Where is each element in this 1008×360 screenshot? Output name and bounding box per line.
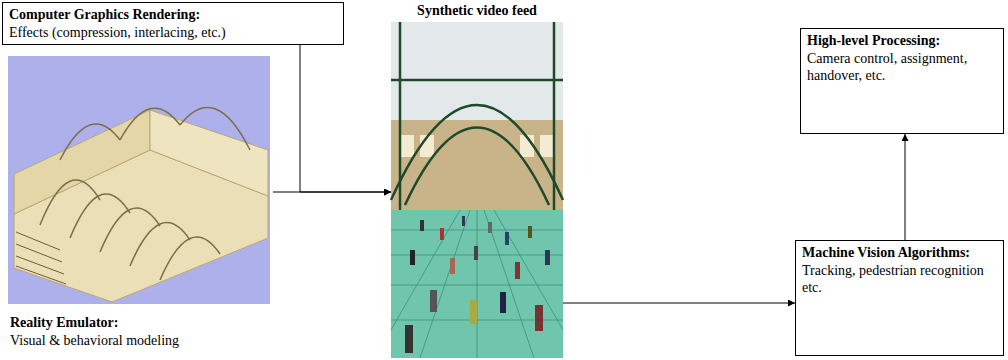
frame-arches-part bbox=[553, 22, 556, 210]
frame-grid-part bbox=[391, 210, 460, 330]
process-box: High-level Processing:Camera control, as… bbox=[800, 28, 1004, 134]
model-steps-part bbox=[16, 232, 60, 250]
frame-people bbox=[405, 216, 550, 353]
model-arches bbox=[40, 107, 250, 280]
frame-arches-part bbox=[399, 22, 402, 210]
model-steps-part bbox=[16, 266, 66, 284]
frame-grid-part bbox=[494, 210, 563, 330]
video-node: Synthetic video feed bbox=[391, 0, 563, 360]
frame-people-part bbox=[430, 290, 437, 312]
frame-people-part bbox=[420, 220, 424, 231]
node-body: Tracking, pedestrian recognition etc. bbox=[802, 262, 997, 297]
node-body: Camera control, assignment, handover, et… bbox=[807, 50, 997, 85]
model-arches-part bbox=[160, 237, 220, 280]
frame-arches bbox=[391, 22, 563, 210]
node-heading: Synthetic video feed bbox=[391, 2, 563, 20]
frame-people-part bbox=[440, 228, 444, 240]
frame-grid-part bbox=[420, 210, 470, 358]
connector-arrow bbox=[563, 303, 795, 304]
frame-people-part bbox=[410, 250, 415, 265]
frame-grid-part bbox=[484, 210, 534, 358]
frame-grid bbox=[391, 210, 563, 358]
model-wall bbox=[150, 110, 268, 196]
frame-arches-part bbox=[391, 79, 563, 82]
node-heading: Machine Vision Algorithms: bbox=[802, 244, 997, 262]
connector-arrow bbox=[273, 192, 391, 193]
frame-floor bbox=[391, 210, 563, 358]
video-frame bbox=[391, 22, 563, 358]
node-heading: High-level Processing: bbox=[807, 32, 997, 50]
frame-windows-part bbox=[400, 135, 414, 157]
frame-sky bbox=[391, 22, 563, 358]
frame-arches-part bbox=[391, 105, 563, 200]
frame-people-part bbox=[500, 292, 506, 313]
node-heading: Computer Graphics Rendering: bbox=[9, 6, 337, 24]
frame-windows bbox=[400, 135, 554, 157]
frame-grid-part bbox=[477, 210, 478, 358]
node-heading: Reality Emulator: bbox=[10, 314, 273, 332]
connector-arrow bbox=[905, 134, 906, 240]
model-arches-part bbox=[180, 107, 250, 150]
model-steps-part bbox=[16, 244, 62, 262]
frame-people-part bbox=[545, 250, 550, 265]
frame-people-part bbox=[450, 258, 455, 274]
node-body: Effects (compression, interlacing, etc.) bbox=[9, 24, 337, 42]
frame-arches-part bbox=[405, 128, 549, 206]
frame-people-part bbox=[528, 226, 532, 238]
model-arches-part bbox=[120, 108, 180, 140]
node-body: Visual & behavioral modeling bbox=[10, 332, 273, 350]
frame-people-part bbox=[474, 246, 478, 260]
frame-people-part bbox=[535, 305, 543, 331]
model-steps-part bbox=[16, 256, 64, 274]
model-arches-part bbox=[60, 124, 120, 160]
frame-people-part bbox=[405, 325, 413, 353]
frame-windows-part bbox=[540, 135, 554, 157]
model-background bbox=[8, 56, 270, 304]
frame-wall bbox=[391, 120, 563, 210]
frame-people-part bbox=[488, 222, 492, 233]
station-model bbox=[8, 56, 270, 304]
connector-arrow bbox=[300, 45, 391, 192]
model-steps bbox=[16, 232, 66, 284]
process-box: Computer Graphics Rendering:Effects (com… bbox=[2, 2, 344, 45]
frame-people-part bbox=[470, 300, 477, 324]
illustration-node: Reality Emulator:Visual & behavioral mod… bbox=[8, 52, 273, 358]
frame-people-part bbox=[505, 232, 509, 245]
frame-people-part bbox=[515, 262, 520, 279]
frame-people-part bbox=[462, 216, 465, 226]
process-box: Machine Vision Algorithms:Tracking, pede… bbox=[795, 240, 1004, 356]
